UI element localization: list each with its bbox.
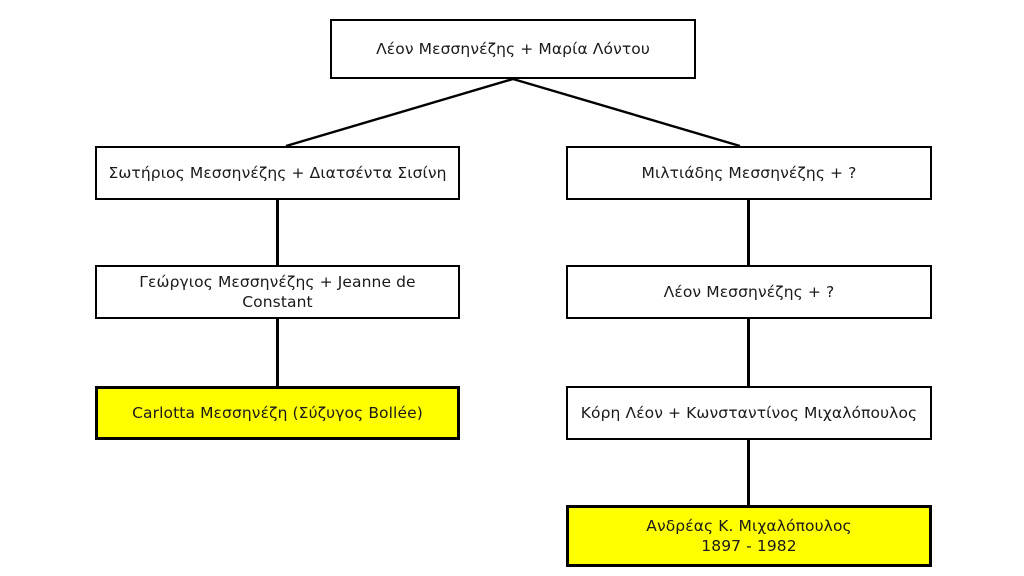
node-miltiadis-messinezis-unknown[interactable]: Μιλτιάδης Μεσσηνέζης + ? xyxy=(566,146,932,200)
node-leon-messinezis-maria-lontou[interactable]: Λέον Μεσσηνέζης + Μαρία Λόντου xyxy=(330,19,696,79)
node-kori-leon-konstantinos-michalopoulos[interactable]: Κόρη Λέον + Κωνσταντίνος Μιχαλόπουλος xyxy=(566,386,932,440)
node-label: Ανδρέας Κ. Μιχαλόπουλος 1897 - 1982 xyxy=(646,516,852,555)
node-carlotta-messinezi-syzygos-bollee[interactable]: Carlotta Μεσσηνέζη (Σύζυγος Bollée) xyxy=(95,386,460,440)
node-label: Λέον Μεσσηνέζης + ? xyxy=(663,282,835,301)
connector-left-g2-to-left-g3 xyxy=(276,199,279,266)
node-label: Λέον Μεσσηνέζης + Μαρία Λόντου xyxy=(376,39,650,58)
connector-right-g2-to-right-g3 xyxy=(747,199,750,266)
connector-left-g3-to-left-g4 xyxy=(276,318,279,387)
node-label: Γεώργιος Μεσσηνέζης + Jeanne de Constant xyxy=(139,272,416,311)
node-sotirios-messinezis-diatsenta-sisini[interactable]: Σωτήριος Μεσσηνέζης + Διατσέντα Σισίνη xyxy=(95,146,460,200)
node-label: Carlotta Μεσσηνέζη (Σύζυγος Bollée) xyxy=(132,403,423,422)
node-label: Σωτήριος Μεσσηνέζης + Διατσέντα Σισίνη xyxy=(108,163,447,182)
node-label: Μιλτιάδης Μεσσηνέζης + ? xyxy=(641,163,857,182)
node-leon-messinezis-unknown[interactable]: Λέον Μεσσηνέζης + ? xyxy=(566,265,932,319)
node-georgios-messinezis-jeanne-de-constant[interactable]: Γεώργιος Μεσσηνέζης + Jeanne de Constant xyxy=(95,265,460,319)
connector-right-g3-to-right-g4 xyxy=(747,318,750,387)
connector-right-g4-to-right-g5 xyxy=(747,439,750,507)
node-label: Κόρη Λέον + Κωνσταντίνος Μιχαλόπουλος xyxy=(580,403,918,422)
node-andreas-k-michalopoulos[interactable]: Ανδρέας Κ. Μιχαλόπουλος 1897 - 1982 xyxy=(566,505,932,567)
